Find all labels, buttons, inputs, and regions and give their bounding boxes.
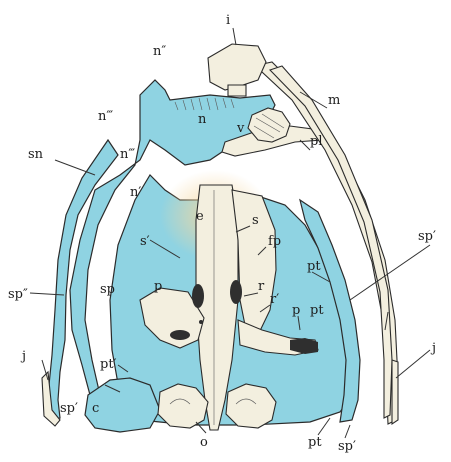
- label-sp1-bottom: sp′: [338, 439, 356, 454]
- label-j-right: j: [430, 341, 436, 356]
- label-pt1-left: pt′: [100, 357, 117, 372]
- label-n3a: n‴: [98, 109, 113, 124]
- label-sp1-left: sp′: [60, 401, 78, 416]
- right-occipital-condyle: [226, 384, 276, 428]
- left-palatal-foramen: [170, 330, 190, 340]
- label-p-left: p: [154, 279, 162, 294]
- label-sp1-right: sp′: [418, 229, 436, 244]
- optic-foramen-left: [192, 284, 204, 308]
- label-n2: n″: [153, 44, 166, 59]
- label-o: o: [200, 435, 208, 450]
- right-jugal-strip: [392, 360, 398, 424]
- label-j-left: j: [20, 349, 26, 364]
- label-n3b: n‴: [120, 147, 135, 162]
- small-foramen: [199, 320, 203, 324]
- label-r1: r′: [270, 292, 279, 307]
- label-s1: s′: [140, 234, 150, 249]
- label-c: c: [92, 401, 99, 416]
- label-i: i: [226, 13, 230, 28]
- label-sn: sn: [28, 147, 44, 162]
- label-p-mid: p: [292, 303, 300, 318]
- label-r: r: [258, 279, 265, 294]
- label-v: v: [236, 121, 245, 136]
- label-n1: n′: [130, 185, 141, 200]
- label-s: s: [252, 213, 259, 228]
- label-pl: pl: [310, 134, 322, 149]
- label-sp2-left: sp″: [8, 287, 28, 302]
- label-fp: fp: [268, 234, 281, 249]
- label-pt-right: pt: [307, 259, 321, 274]
- label-n: n: [198, 112, 207, 127]
- label-pt-bottom: pt: [308, 435, 322, 450]
- label-m: m: [328, 93, 340, 108]
- label-pt-mid: pt: [310, 303, 324, 318]
- label-e: e: [196, 209, 204, 224]
- label-sp-left: sp: [100, 282, 115, 297]
- premaxilla-bone: [208, 44, 266, 90]
- premaxilla-knob: [228, 85, 246, 96]
- optic-foramen-right: [230, 280, 242, 304]
